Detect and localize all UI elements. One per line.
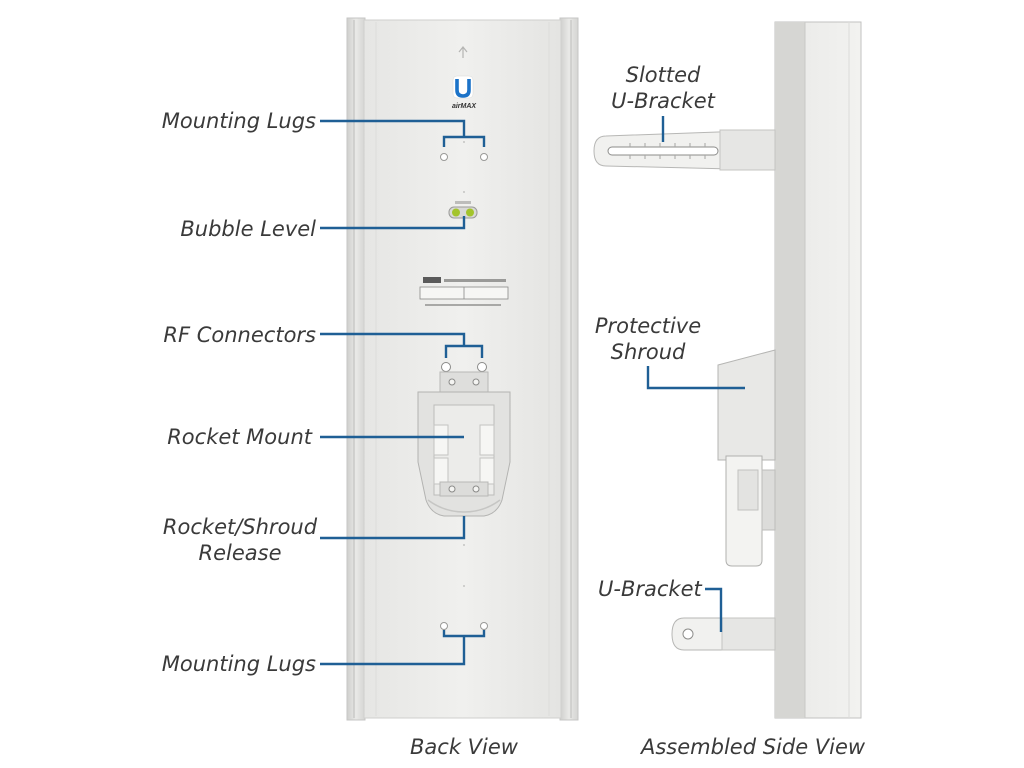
label-u-bracket: U-Bracket xyxy=(598,577,702,601)
protective-shroud xyxy=(717,349,776,567)
label-protective-shroud: Protective Shroud xyxy=(588,313,708,365)
label-slotted-line1: Slotted xyxy=(625,63,701,87)
label-shroud-line2: Shroud xyxy=(610,340,686,364)
label-slotted-u-bracket: Slotted U-Bracket xyxy=(600,62,726,114)
back-panel xyxy=(363,19,562,719)
caption-side-view: Assembled Side View xyxy=(641,735,866,759)
label-rocket-shroud-release-line2: Release xyxy=(198,541,282,565)
slotted-u-bracket xyxy=(593,129,776,171)
rocket-mount xyxy=(417,391,511,517)
label-slotted-line2: U-Bracket xyxy=(611,89,715,113)
label-shroud-line1: Protective xyxy=(594,314,702,338)
u-bracket xyxy=(671,617,776,651)
back-view-leaders xyxy=(320,119,486,666)
mounting-lug-hole xyxy=(480,622,488,630)
label-mounting-lugs-top: Mounting Lugs xyxy=(161,109,316,133)
bubble-level-icon xyxy=(448,201,478,219)
right-rail xyxy=(559,17,579,721)
side-view xyxy=(593,21,862,719)
mounting-lug-hole xyxy=(480,153,488,161)
side-view-leaders xyxy=(646,116,745,632)
label-bubble-level: Bubble Level xyxy=(180,217,316,241)
left-rail xyxy=(346,17,366,721)
label-rocket-shroud-release: Rocket/Shroud Release xyxy=(150,514,330,566)
mounting-lug-hole xyxy=(440,153,448,161)
caption-back-view: Back View xyxy=(410,735,518,759)
product-label-plate xyxy=(419,277,509,306)
logo-wordmark: airMAX xyxy=(452,103,477,110)
label-rocket-mount: Rocket Mount xyxy=(167,425,312,449)
mounting-lug-hole xyxy=(440,622,448,630)
ubiquiti-logo-icon xyxy=(452,75,474,99)
label-rf-connectors: RF Connectors xyxy=(163,323,316,347)
label-mounting-lugs-bottom: Mounting Lugs xyxy=(161,652,316,676)
back-view: airMAX xyxy=(346,17,579,721)
up-arrow-icon xyxy=(458,46,468,58)
label-rocket-shroud-release-line1: Rocket/Shroud xyxy=(162,515,318,539)
